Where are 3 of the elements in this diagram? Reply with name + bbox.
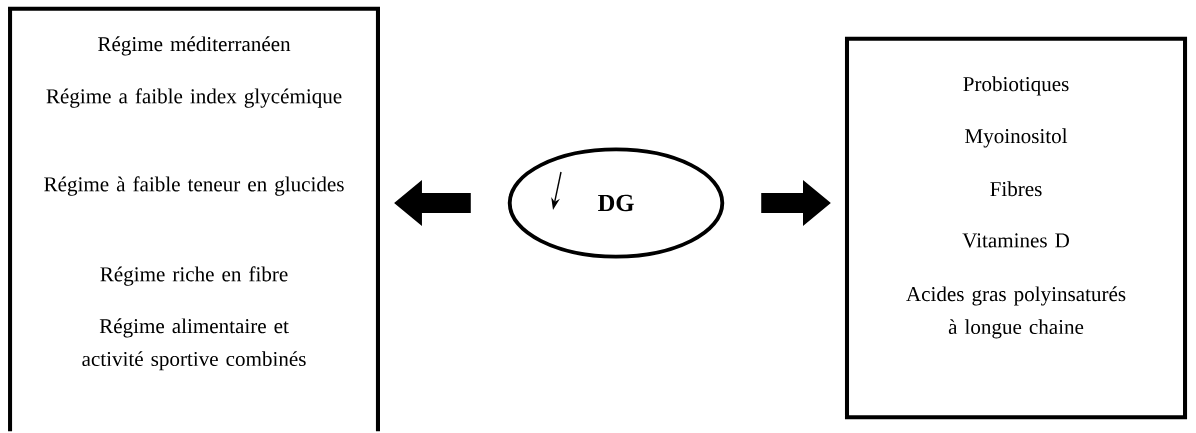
list-box: Régime méditerranéen Régime a faible index glycémique Régime à faible teneur en glucides Régime riche en fibre Régime alimentaire et activité sportive combinés <box>8 6 380 432</box>
list-box: Probiotiques Myoinositol Fibres Vitamines D Acides gras polyinsaturés à longue chaine <box>845 36 1188 420</box>
ellipse-node: DG <box>507 147 725 259</box>
